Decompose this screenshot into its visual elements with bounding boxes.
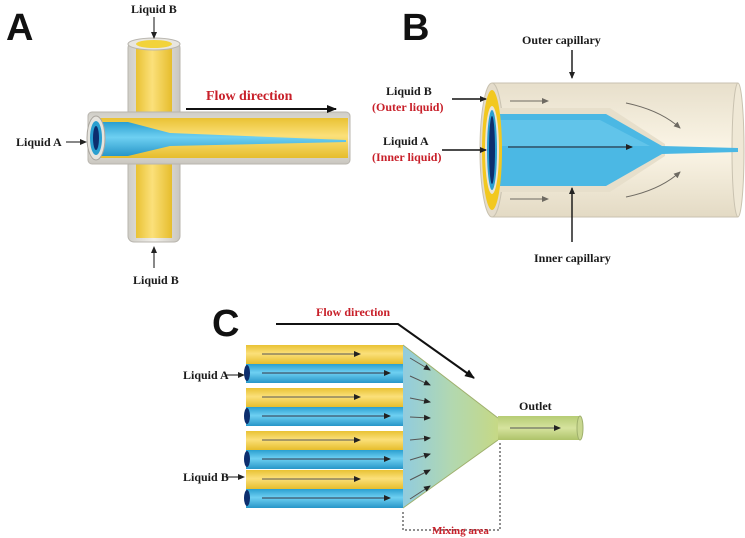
- b-outer-liquid-label: (Outer liquid): [372, 100, 443, 114]
- a-liquid-b-top-label: Liquid B: [131, 2, 177, 16]
- c-liquid-b-label: Liquid B: [183, 470, 229, 484]
- c-inlet-opening: [244, 490, 250, 506]
- panel-a: A Liquid B Liquid A Liquid B Flow direct…: [6, 2, 351, 287]
- b-inner-opening: [489, 116, 495, 184]
- panel-b-letter: B: [402, 7, 429, 49]
- b-inner-liquid-label: (Inner liquid): [372, 150, 441, 164]
- c-liquid-a-label: Liquid A: [183, 368, 229, 382]
- panel-c-letter: C: [212, 303, 239, 345]
- c-mixing-fan: [403, 345, 498, 508]
- c-inlet-opening: [244, 451, 250, 467]
- panel-c: C: [183, 303, 584, 537]
- panel-b: B Outer capillary Liquid B (Outer liquid…: [372, 7, 745, 265]
- c-channel-stack: [244, 345, 431, 508]
- b-liquid-a-label: Liquid A: [383, 134, 429, 148]
- b-outer-capillary-label: Outer capillary: [522, 33, 601, 47]
- a-top-liquid-b-opening: [136, 40, 172, 48]
- c-flow-direction-arrow: [276, 323, 475, 379]
- a-liquid-b-bottom-label: Liquid B: [133, 273, 179, 287]
- c-inlet-opening: [244, 365, 250, 381]
- c-mixing-area-label: Mixing area: [432, 525, 489, 537]
- c-outlet-label: Outlet: [519, 399, 552, 413]
- a-liquid-a-jet: [96, 122, 346, 156]
- c-mixing-area-bracket: [402, 443, 501, 531]
- b-inner-capillary-label: Inner capillary: [534, 251, 611, 265]
- c-inlet-opening: [244, 408, 250, 424]
- panel-a-letter: A: [6, 7, 33, 49]
- a-inlet-opening: [93, 126, 99, 150]
- a-liquid-a-label: Liquid A: [16, 135, 62, 149]
- a-flow-direction-label: Flow direction: [206, 89, 293, 104]
- c-flow-direction-label: Flow direction: [316, 305, 390, 319]
- b-liquid-b-label: Liquid B: [386, 84, 432, 98]
